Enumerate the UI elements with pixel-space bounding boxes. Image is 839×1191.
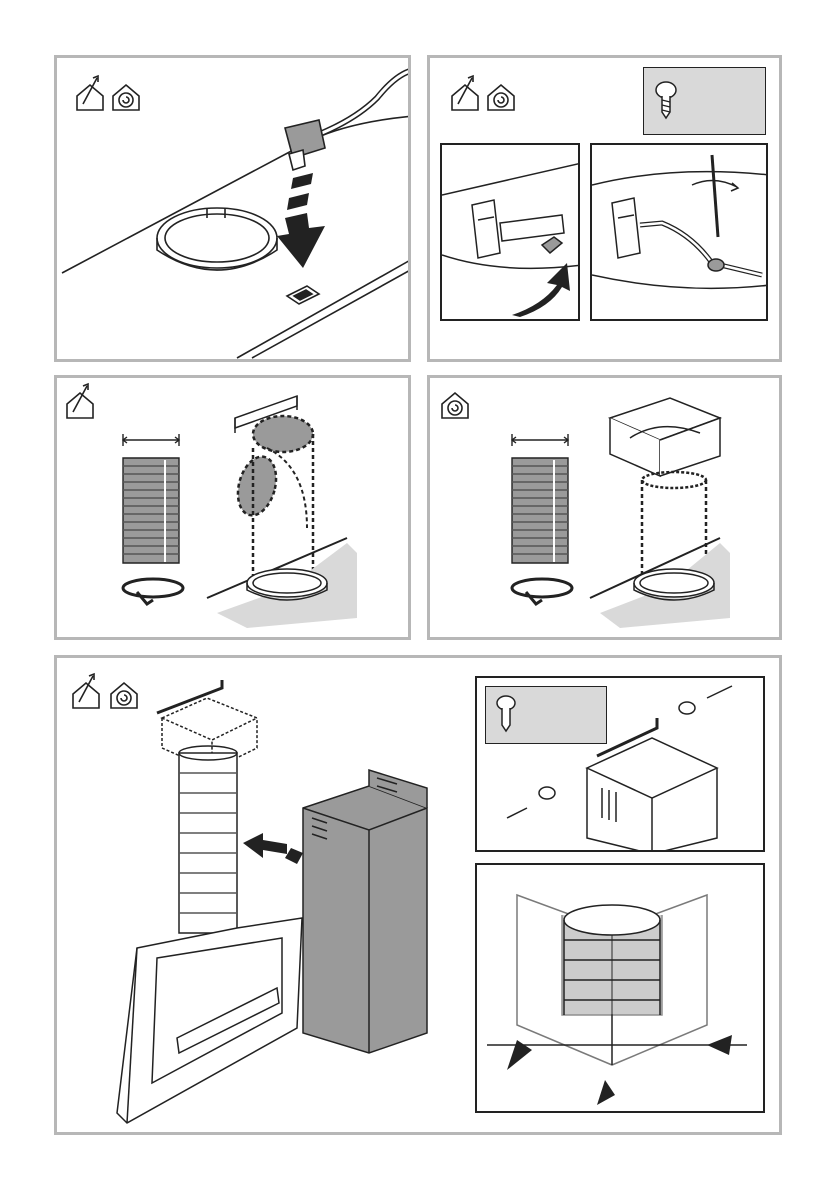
clamp-step-a — [440, 143, 580, 321]
panel-duct-recirculation — [427, 375, 782, 640]
clamp-step-b — [590, 143, 768, 321]
power-connection-illustration — [57, 58, 411, 362]
recirculation-mode-icon — [111, 683, 137, 708]
ducted-mode-icon — [77, 76, 103, 110]
recirculation-mode-icon — [442, 393, 468, 418]
ducted-mode-icon — [452, 76, 478, 110]
screw-badge — [643, 67, 766, 135]
flexible-duct — [123, 434, 183, 604]
screw-fixing-step — [475, 676, 765, 852]
ducted-mode-icon — [67, 384, 93, 418]
slide-arrow-icon — [243, 833, 287, 858]
panel-power-connection — [54, 55, 411, 362]
power-plug-icon — [285, 120, 325, 170]
lift-arrow-icon — [512, 263, 570, 317]
panel-duct-ducted — [54, 375, 411, 640]
flexible-duct — [512, 434, 572, 604]
ducted-duct-illustration — [57, 378, 411, 640]
push-arrow-icon — [707, 1035, 732, 1055]
screw-icon — [652, 78, 692, 128]
recirculation-duct-illustration — [430, 378, 782, 640]
panel-cable-clamp — [427, 55, 782, 362]
recirculation-mode-icon — [488, 85, 514, 110]
deflector-box — [590, 398, 730, 628]
chimney-base-step — [475, 863, 765, 1113]
ducted-mode-icon — [73, 674, 99, 708]
panel-chimney-assembly — [54, 655, 782, 1135]
push-arrow-icon — [597, 1080, 615, 1105]
recirculation-mode-icon — [113, 85, 139, 110]
insert-arrow-icon — [277, 173, 325, 268]
